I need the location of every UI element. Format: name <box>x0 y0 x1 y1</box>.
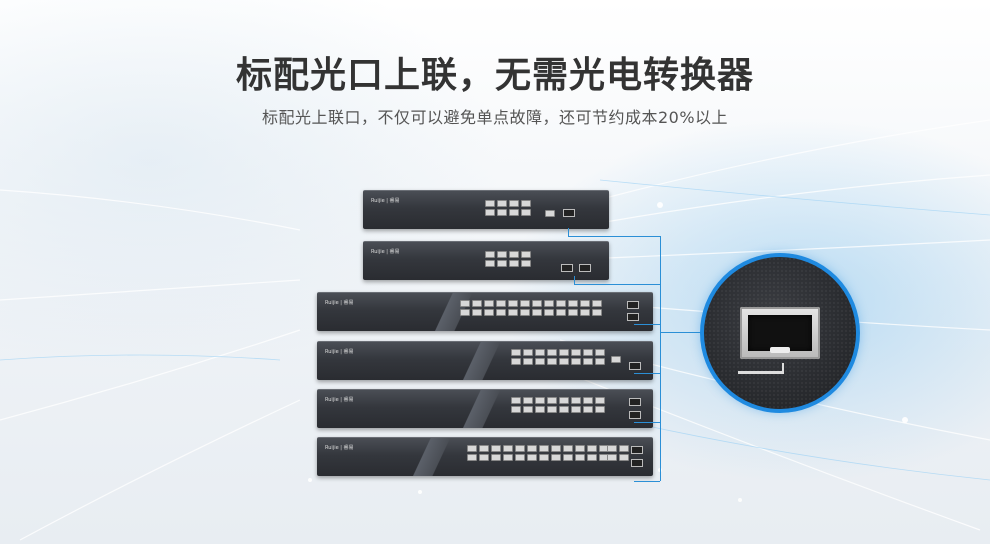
connector-line <box>568 228 661 237</box>
connector-trunk <box>660 236 662 481</box>
brand-logo: Ruijie | 睿易 <box>325 349 354 355</box>
connector-to-zoom <box>660 332 702 334</box>
sfp-port <box>629 398 641 406</box>
rj45-ports <box>460 300 602 316</box>
switch-4: Ruijie | 睿易 <box>317 341 653 380</box>
rj45-ports <box>511 349 605 365</box>
switch-3: Ruijie | 睿易 <box>317 292 653 331</box>
brand-logo: Ruijie | 睿易 <box>325 300 354 306</box>
sfp-port-closeup-icon <box>700 253 860 413</box>
rj45-ports <box>485 251 531 267</box>
sfp-port <box>631 446 643 454</box>
connector-line <box>574 276 661 285</box>
sfp-port <box>627 301 639 309</box>
brand-logo: Ruijie | 睿易 <box>371 249 400 255</box>
combo-rj45-ports <box>607 445 629 461</box>
rj45-ports <box>511 397 605 413</box>
switch-6: Ruijie | 睿易 <box>317 437 653 476</box>
sfp-port <box>629 362 641 370</box>
switch-2: Ruijie | 睿易 <box>363 241 609 280</box>
brand-logo: Ruijie | 睿易 <box>371 198 400 204</box>
rj45-ports <box>467 445 609 461</box>
switch-1: Ruijie | 睿易 <box>363 190 609 229</box>
switch-5: Ruijie | 睿易 <box>317 389 653 428</box>
page-title: 标配光口上联，无需光电转换器 <box>235 55 754 96</box>
sfp-port <box>561 264 573 272</box>
brand-logo: Ruijie | 睿易 <box>325 445 354 451</box>
page-subtitle: 标配光上联口，不仅可以避免单点故障，还可节约成本20%以上 <box>261 108 729 127</box>
connector-line <box>634 320 660 325</box>
connector-line <box>634 369 660 374</box>
sfp-port <box>631 459 643 467</box>
sfp-port <box>563 209 575 217</box>
rj45-port <box>611 356 621 363</box>
sfp-port <box>629 411 641 419</box>
rj45-port <box>545 210 555 217</box>
connector-line <box>634 477 660 482</box>
sfp-port <box>579 264 591 272</box>
sfp-port <box>627 313 639 321</box>
brand-logo: Ruijie | 睿易 <box>325 397 354 403</box>
connector-line <box>634 418 660 423</box>
rj45-ports <box>485 200 531 216</box>
